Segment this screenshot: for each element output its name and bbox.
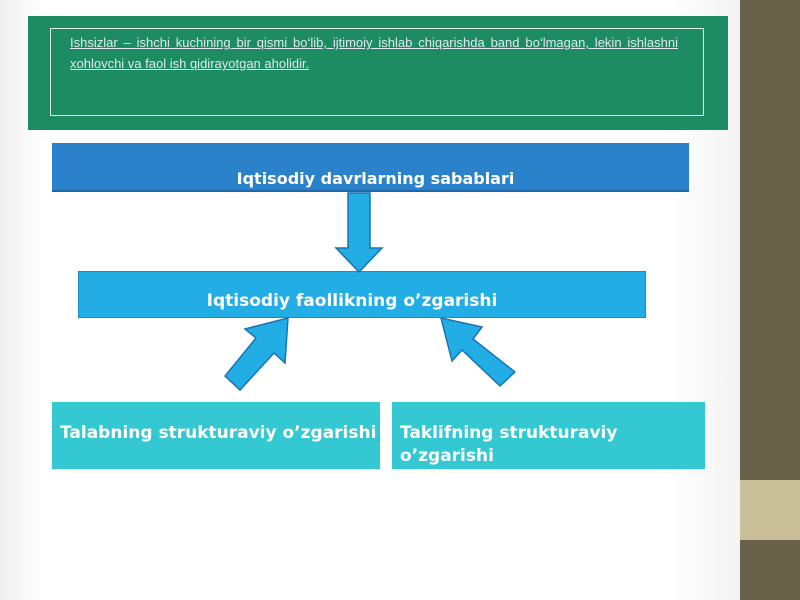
demand-change-box: Talabning strukturaviy o’zgarishi xyxy=(52,402,380,469)
side-accent xyxy=(740,480,800,540)
causes-box: Iqtisodiy davrlarning sabablari xyxy=(52,143,689,192)
down-arrow-icon xyxy=(334,192,384,274)
definition-text: Ishsizlar – ishchi kuchining bir qismi b… xyxy=(70,35,678,71)
definition-panel: Ishsizlar – ishchi kuchining bir qismi b… xyxy=(28,16,728,130)
diagonal-arrow-left-icon xyxy=(223,317,289,392)
supply-change-box: Taklifning strukturaviy o’zgarishi xyxy=(392,402,705,469)
definition-frame xyxy=(50,28,704,116)
activity-change-box: Iqtisodiy faollikning o’zgarishi xyxy=(78,271,646,318)
slide: Ishsizlar – ishchi kuchining bir qismi b… xyxy=(0,0,740,600)
diagonal-arrow-right-icon xyxy=(439,317,517,388)
